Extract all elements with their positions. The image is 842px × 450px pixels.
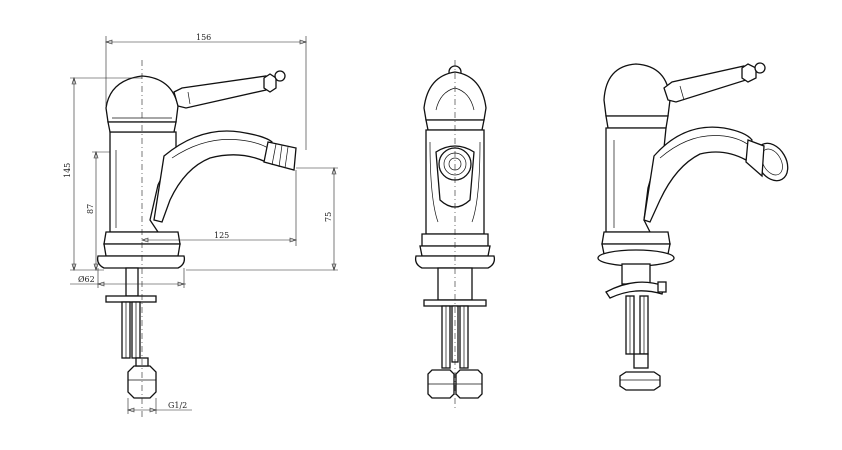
- dim-spout-reach: 125: [214, 231, 229, 240]
- front-view: [414, 60, 496, 410]
- dim-height-spout: 87: [86, 204, 95, 214]
- dim-thread: G1/2: [168, 401, 187, 410]
- dim-width-total: 156: [196, 33, 211, 42]
- perspective-view: [597, 62, 789, 391]
- dimension-lines: [70, 36, 338, 420]
- dim-base-diameter: Ø62: [78, 275, 95, 284]
- dim-height-total: 145: [63, 163, 72, 178]
- dim-height-outlet: 75: [324, 212, 333, 222]
- side-view: 156 145 87 125 75 Ø62 G1/2: [63, 33, 338, 420]
